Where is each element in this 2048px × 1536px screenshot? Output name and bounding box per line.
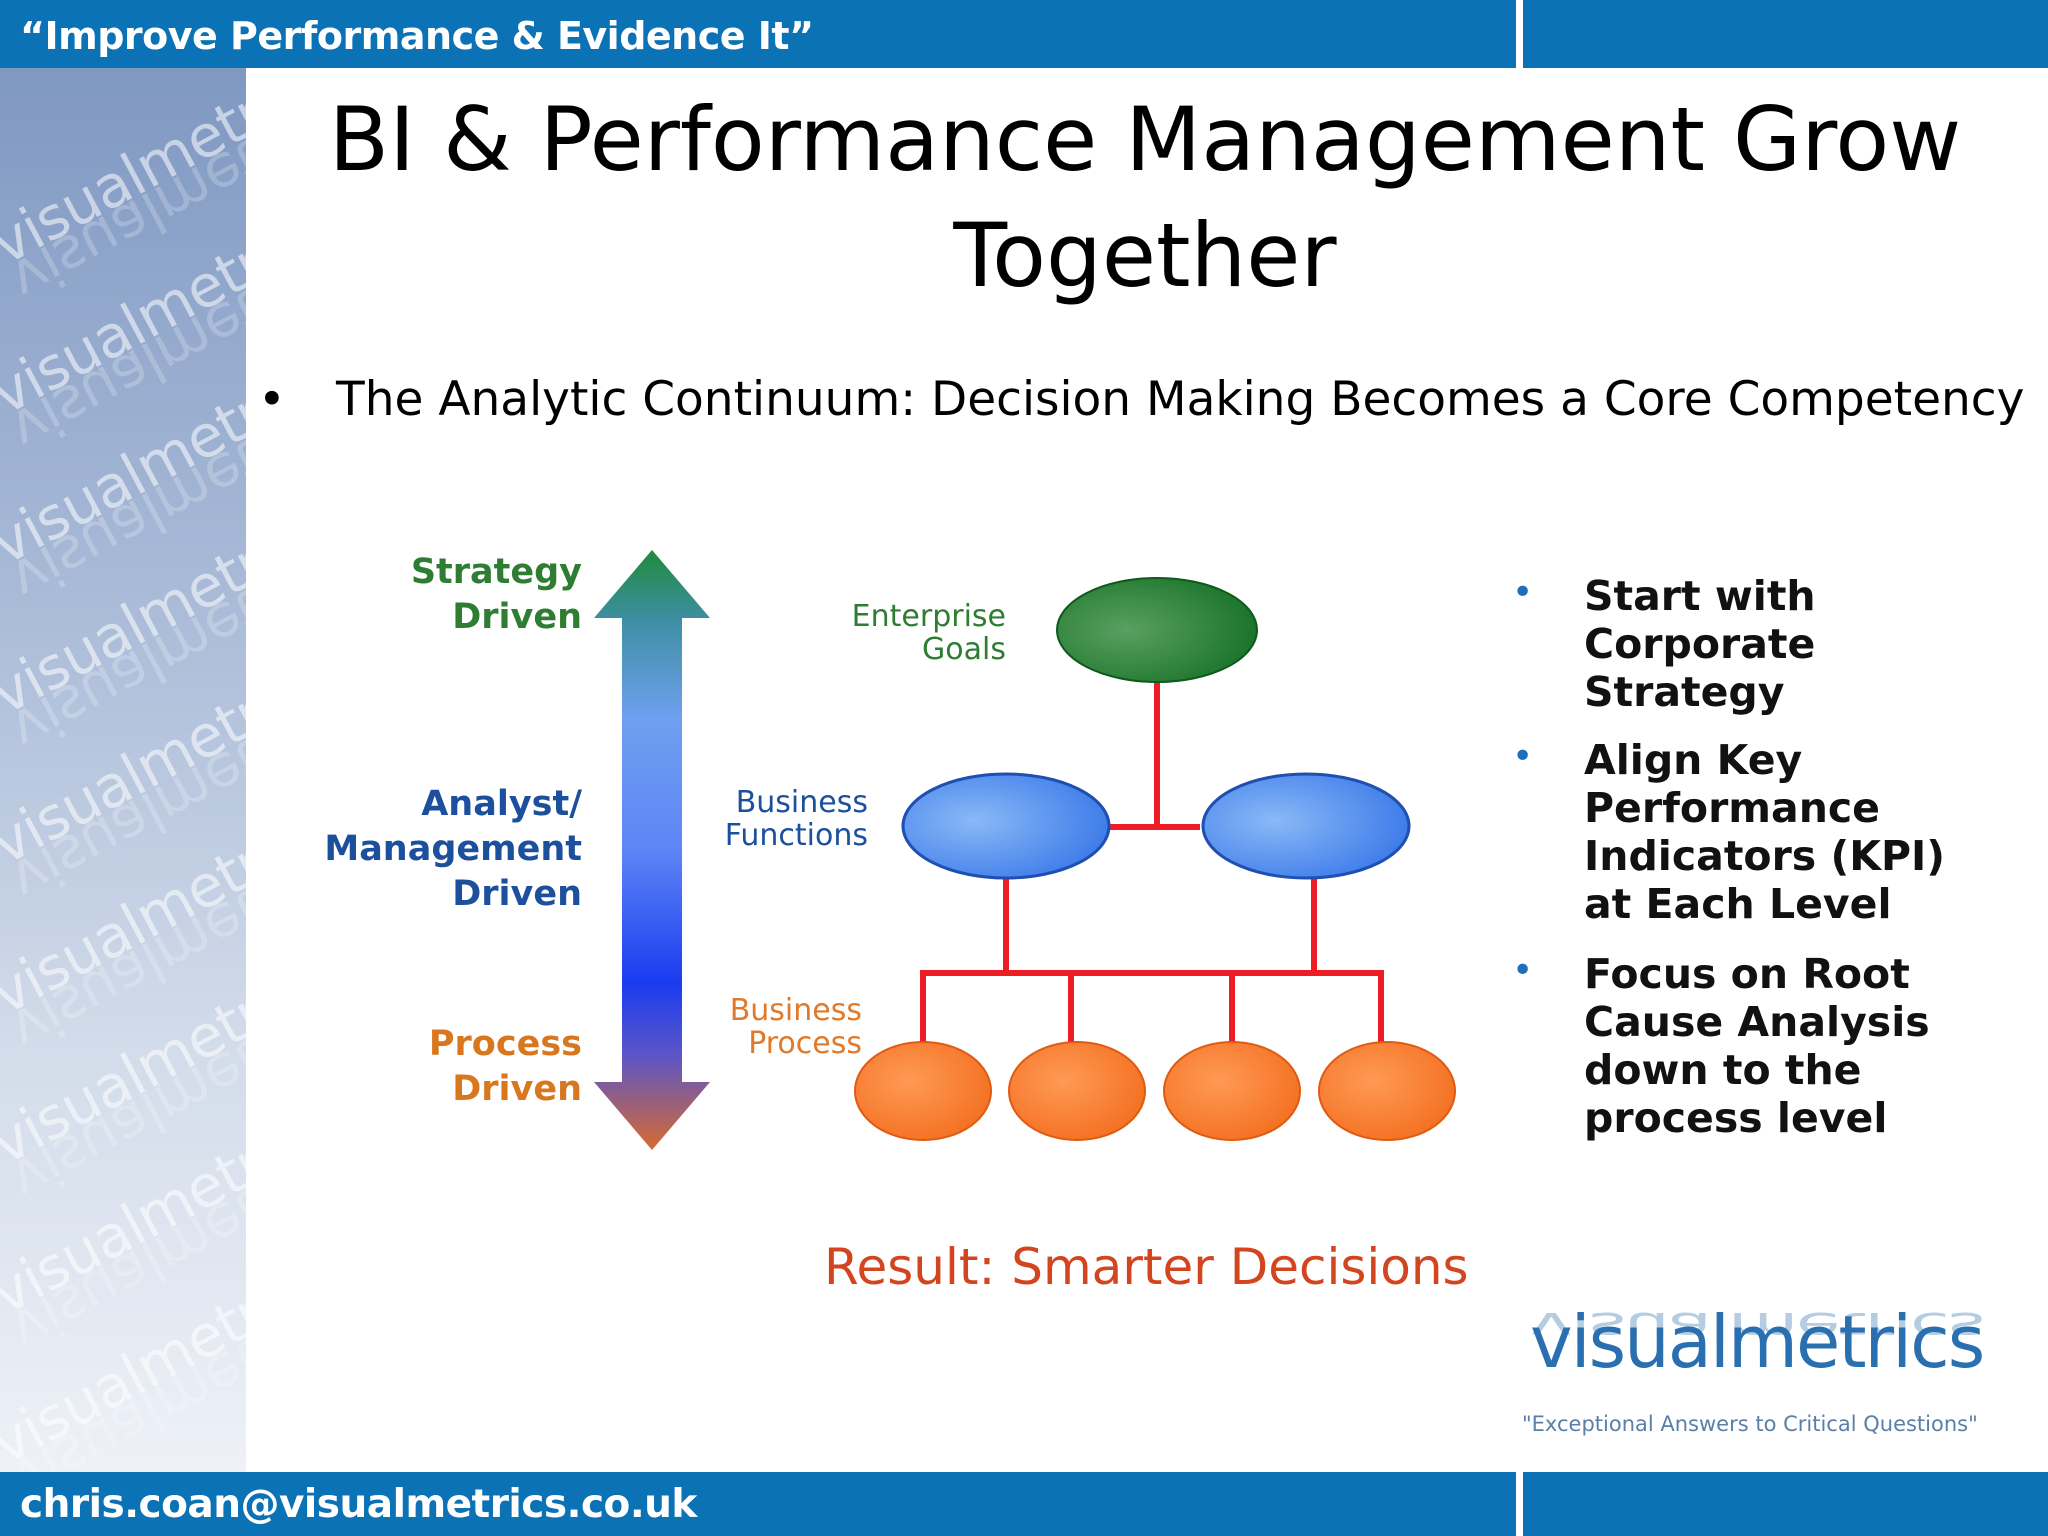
business-process-node xyxy=(1318,1041,1456,1141)
business-process-node xyxy=(1163,1041,1301,1141)
slide-title-line1: BI & Performance Management Grow xyxy=(328,88,1962,191)
logo-wordmark: visualmetrics xyxy=(1530,1300,1985,1384)
business-process-node xyxy=(854,1041,992,1141)
bullet-text: The Analytic Continuum: Decision Making … xyxy=(336,372,2025,427)
footer-bar: chris.coan@visualmetrics.co.uk xyxy=(0,1472,2048,1536)
footer-divider xyxy=(1516,1472,1523,1536)
business-process-node xyxy=(1008,1041,1146,1141)
bullet-dot: • xyxy=(258,372,286,427)
logo-tagline: "Exceptional Answers to Critical Questio… xyxy=(1522,1412,1978,1436)
enterprise-goals-node xyxy=(1056,577,1258,683)
slide-title-line2: Together xyxy=(953,204,1337,307)
header-divider xyxy=(1516,0,1523,68)
result-text: Result: Smarter Decisions xyxy=(824,1238,1469,1296)
header-bar: “Improve Performance & Evidence It” xyxy=(0,0,2048,68)
header-tagline: “Improve Performance & Evidence It” xyxy=(20,14,814,58)
logo-reflection: visualmetrics xyxy=(1530,1303,1984,1350)
process-driven-label: Process Driven xyxy=(428,1024,582,1109)
strategy-driven-label: Strategy Driven xyxy=(410,552,582,637)
business-function-node xyxy=(901,772,1111,880)
continuum-arrow xyxy=(594,550,710,1150)
business-process-label: Business Process xyxy=(729,993,862,1061)
connector-lines xyxy=(920,680,1384,1050)
management-driven-label: Analyst/ Management Driven xyxy=(324,784,582,914)
footer-email: chris.coan@visualmetrics.co.uk xyxy=(20,1482,697,1527)
business-function-node xyxy=(1201,772,1411,880)
enterprise-goals-label: Enterprise Goals xyxy=(851,599,1006,667)
business-functions-label: Business Functions xyxy=(724,785,868,853)
visualmetrics-logo: visualmetrics visualmetrics "Exceptional… xyxy=(1520,1300,1985,1440)
slide-title: BI & Performance Management Grow Togethe… xyxy=(280,82,2010,314)
